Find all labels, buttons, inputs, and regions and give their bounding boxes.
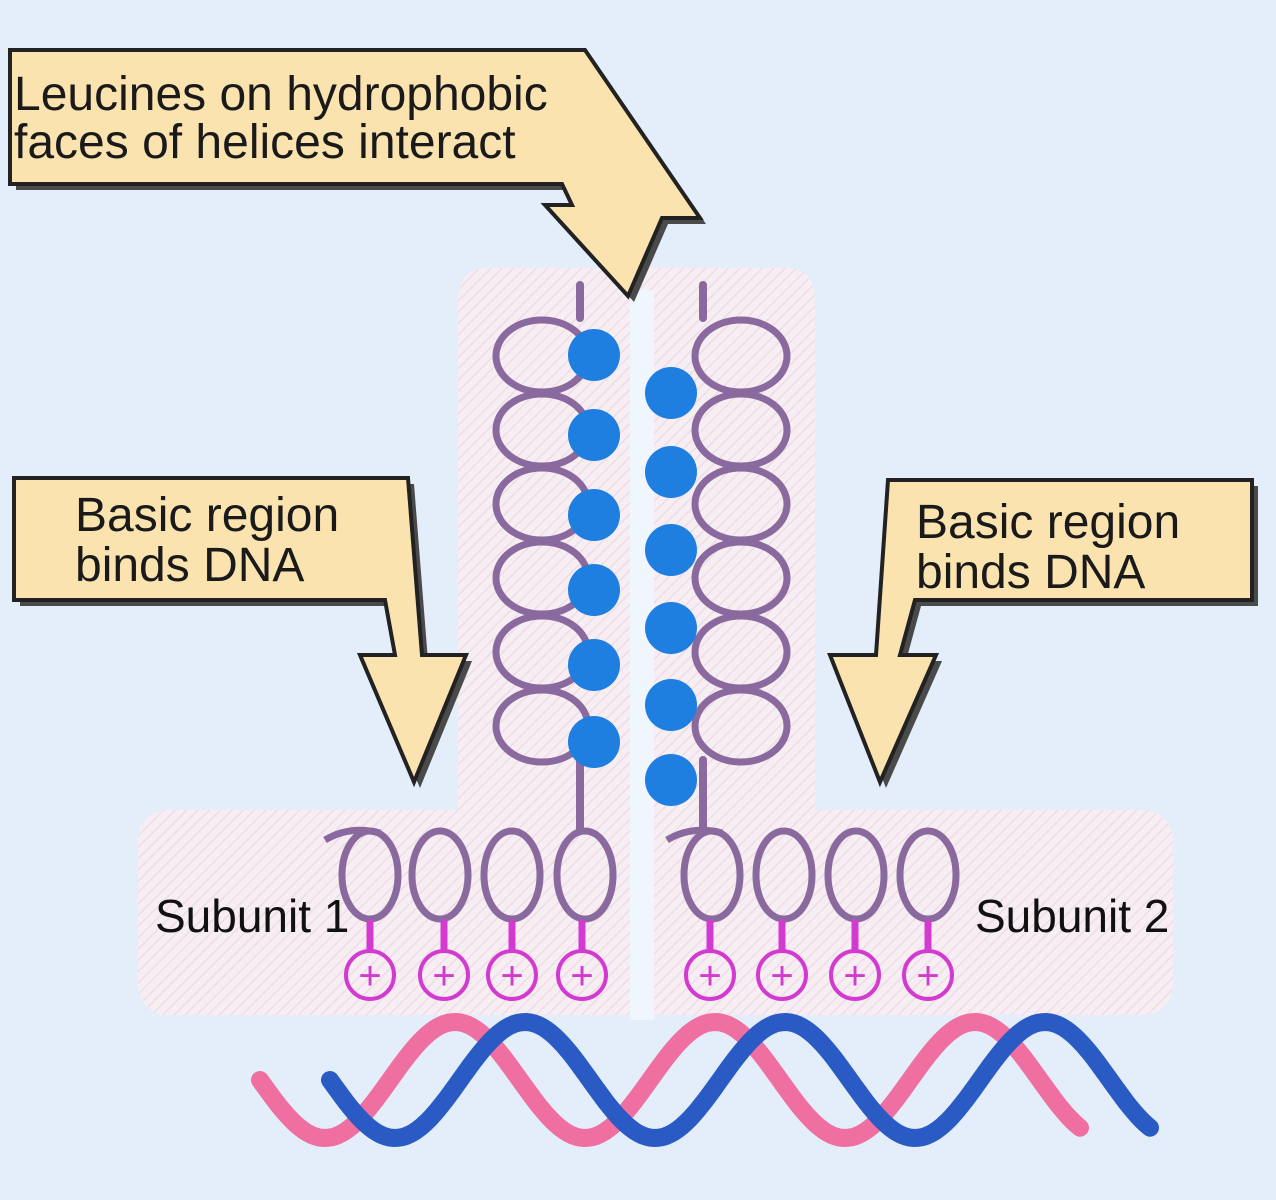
dna-strand-2 [251,1012,1089,1148]
helix-loop [752,827,816,923]
helix-subunit-2 [691,281,791,834]
subunit-1-label: Subunit 1 [155,890,349,942]
helix-loop [824,827,888,923]
leucine-residue-icon [568,489,620,541]
positive-charge-icon: + [556,920,608,1001]
leucine-callout-arrow [8,48,704,300]
helix-loop [896,827,960,923]
leucine-residue-icon [645,754,697,806]
helix-loop-tail [323,826,381,844]
positive-charge-icon: + [756,920,808,1001]
helix-loop [408,827,472,923]
subunit-gap [630,290,654,1020]
positive-charge-icon: + [486,920,538,1001]
positive-charge-icon: + [344,920,396,1001]
charge-symbol: + [570,954,593,998]
dna-double-helix [251,1012,1159,1148]
leucine-residue-icon [568,564,620,616]
basic-residue-ring [344,949,396,1001]
leucine-callout-line2: faces of helices interact [14,116,516,169]
subunit-2-label: Subunit 2 [975,890,1169,942]
leucine-residue-icon [645,367,697,419]
leucine-residue-icon [568,409,620,461]
basic-helix-subunit-2 [665,826,960,923]
charge-symbol: + [770,954,793,998]
basic-left-callout-line2: binds DNA [75,539,304,592]
charge-symbol: + [432,954,455,998]
leucine-residue-icon [568,639,620,691]
basic-residue-ring [756,949,808,1001]
charge-symbol: + [698,954,721,998]
basic-region-callout-right: Basic region binds DNA [827,478,1258,788]
charge-symbol: + [358,954,381,998]
basic-helix-subunit-1 [323,826,617,923]
basic-residue-ring [684,949,736,1001]
basic-left-callout-line1: Basic region [75,489,339,542]
charge-symbol: + [916,954,939,998]
basic-region-callout-left: Basic region binds DNA [12,476,472,788]
leucine-residue-icon [645,446,697,498]
helix-turn [691,686,791,766]
positive-charge-icon: + [418,920,470,1001]
leucine-residue-icon [645,524,697,576]
leucine-residue-icon [568,716,620,768]
leucine-callout-line1: Leucines on hydrophobic [14,68,548,121]
leucine-residue-icon [645,602,697,654]
basic-residue-ring [902,949,954,1001]
basic-left-callout-arrow [12,476,469,788]
leucine-residues [568,329,697,806]
basic-residue-ring [556,949,608,1001]
basic-residue-ring [486,949,538,1001]
helix-loop [480,827,544,923]
charge-symbol: + [843,954,866,998]
positive-charge-icon: + [684,920,736,1001]
helix-loop-tail [665,826,723,844]
basic-residue-ring [418,949,470,1001]
basic-residue-ring [829,949,881,1001]
charge-symbol: + [500,954,523,998]
positive-charge-icon: + [902,920,954,1001]
alpha-helices [323,281,960,923]
basic-right-callout-arrow [827,478,1254,788]
helix-loop [553,827,617,923]
positive-charge-icon: + [829,920,881,1001]
leucine-residue-icon [568,329,620,381]
dna-strand-1 [321,1012,1159,1148]
basic-right-callout-line2: binds DNA [916,546,1145,599]
leucine-callout: Leucines on hydrophobic faces of helices… [8,48,706,302]
basic-right-callout-line1: Basic region [916,496,1180,549]
leucine-residue-icon [645,679,697,731]
basic-residues: + + + + + + + + [344,920,954,1001]
